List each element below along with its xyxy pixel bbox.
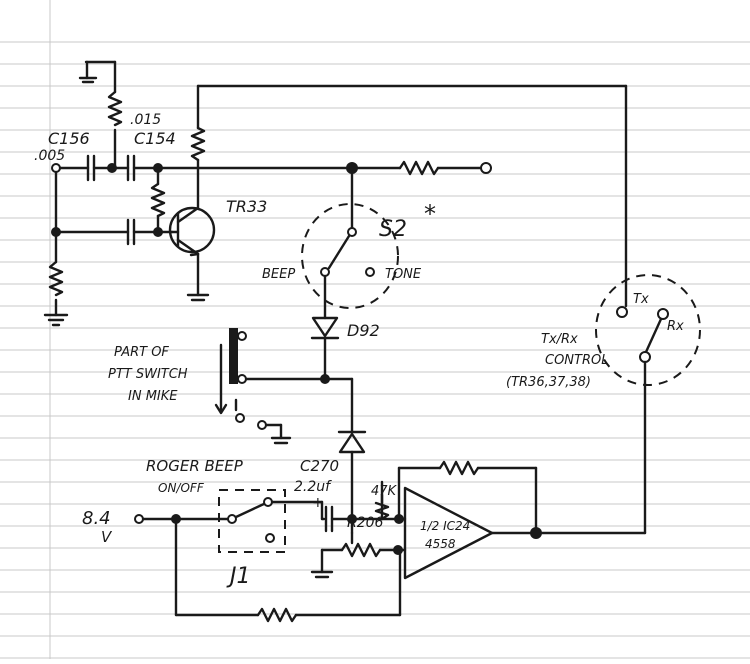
transistor-tr33: [168, 206, 216, 257]
resistor-bottom: [256, 607, 298, 623]
s2-marker: *: [424, 200, 436, 228]
ptt-label-3: IN MIKE: [128, 389, 178, 404]
roger-label-2: ON/OFF: [158, 481, 205, 495]
r206-value: 47K: [371, 484, 398, 499]
supply-unit: V: [101, 528, 113, 546]
resistor-base: [150, 182, 166, 218]
resistor-left: [48, 260, 64, 297]
txrx-label-2: CONTROL: [545, 353, 608, 368]
opamp-ic24: [403, 486, 494, 580]
ground-symbol-top: [78, 60, 117, 84]
txrx-enclosure: [595, 274, 701, 386]
resistor-feedback: [438, 460, 480, 476]
ruled-paper-lines: [0, 41, 750, 659]
resistor-bias: [340, 542, 382, 558]
s2-tone-label: TONE: [385, 267, 422, 282]
resistor-top-left: [107, 90, 123, 127]
r206-ref: R206: [347, 515, 384, 531]
s2-beep-label: BEEP: [262, 267, 295, 282]
j1-ref: J1: [226, 564, 251, 589]
txrx-label-3: (TR36,37,38): [506, 375, 591, 390]
d92-ref: D92: [347, 321, 380, 340]
resistor-output: [398, 160, 440, 176]
c156-ref: C156: [48, 129, 90, 148]
c156-value: .005: [34, 148, 65, 164]
c270-ref: C270: [300, 457, 339, 475]
resistor-collector: [190, 126, 206, 162]
supply-value: 8.4: [82, 508, 111, 529]
txrx-tx-label: Tx: [633, 292, 649, 307]
ptt-switch: [214, 328, 354, 445]
ground-symbol-bias: [310, 570, 334, 579]
s2-enclosure: [301, 203, 399, 309]
diode-beep-feed: [337, 430, 367, 454]
roger-label-1: ROGER BEEP: [146, 457, 244, 475]
ic24-label-1: 1/2 IC24: [420, 519, 470, 533]
ground-symbol-left: [43, 313, 69, 327]
j1-enclosure: [218, 489, 286, 553]
ground-symbol-emitter: [186, 293, 210, 302]
output-terminal: [480, 162, 492, 174]
txrx-label-1: Tx/Rx: [541, 332, 578, 347]
c270-value: 2.2uf: [294, 479, 332, 495]
txrx-rx-label: Rx: [667, 319, 684, 334]
ic24-label-2: 4558: [425, 537, 456, 551]
tr33-ref: TR33: [226, 197, 267, 216]
ptt-label-2: PTT SWITCH: [108, 367, 188, 382]
c270-polarity: +: [312, 495, 324, 511]
c154-ref: C154: [134, 129, 176, 148]
c154-value: .015: [130, 112, 161, 128]
ptt-label-1: PART OF: [114, 345, 169, 360]
s2-ref: S2: [379, 217, 407, 242]
